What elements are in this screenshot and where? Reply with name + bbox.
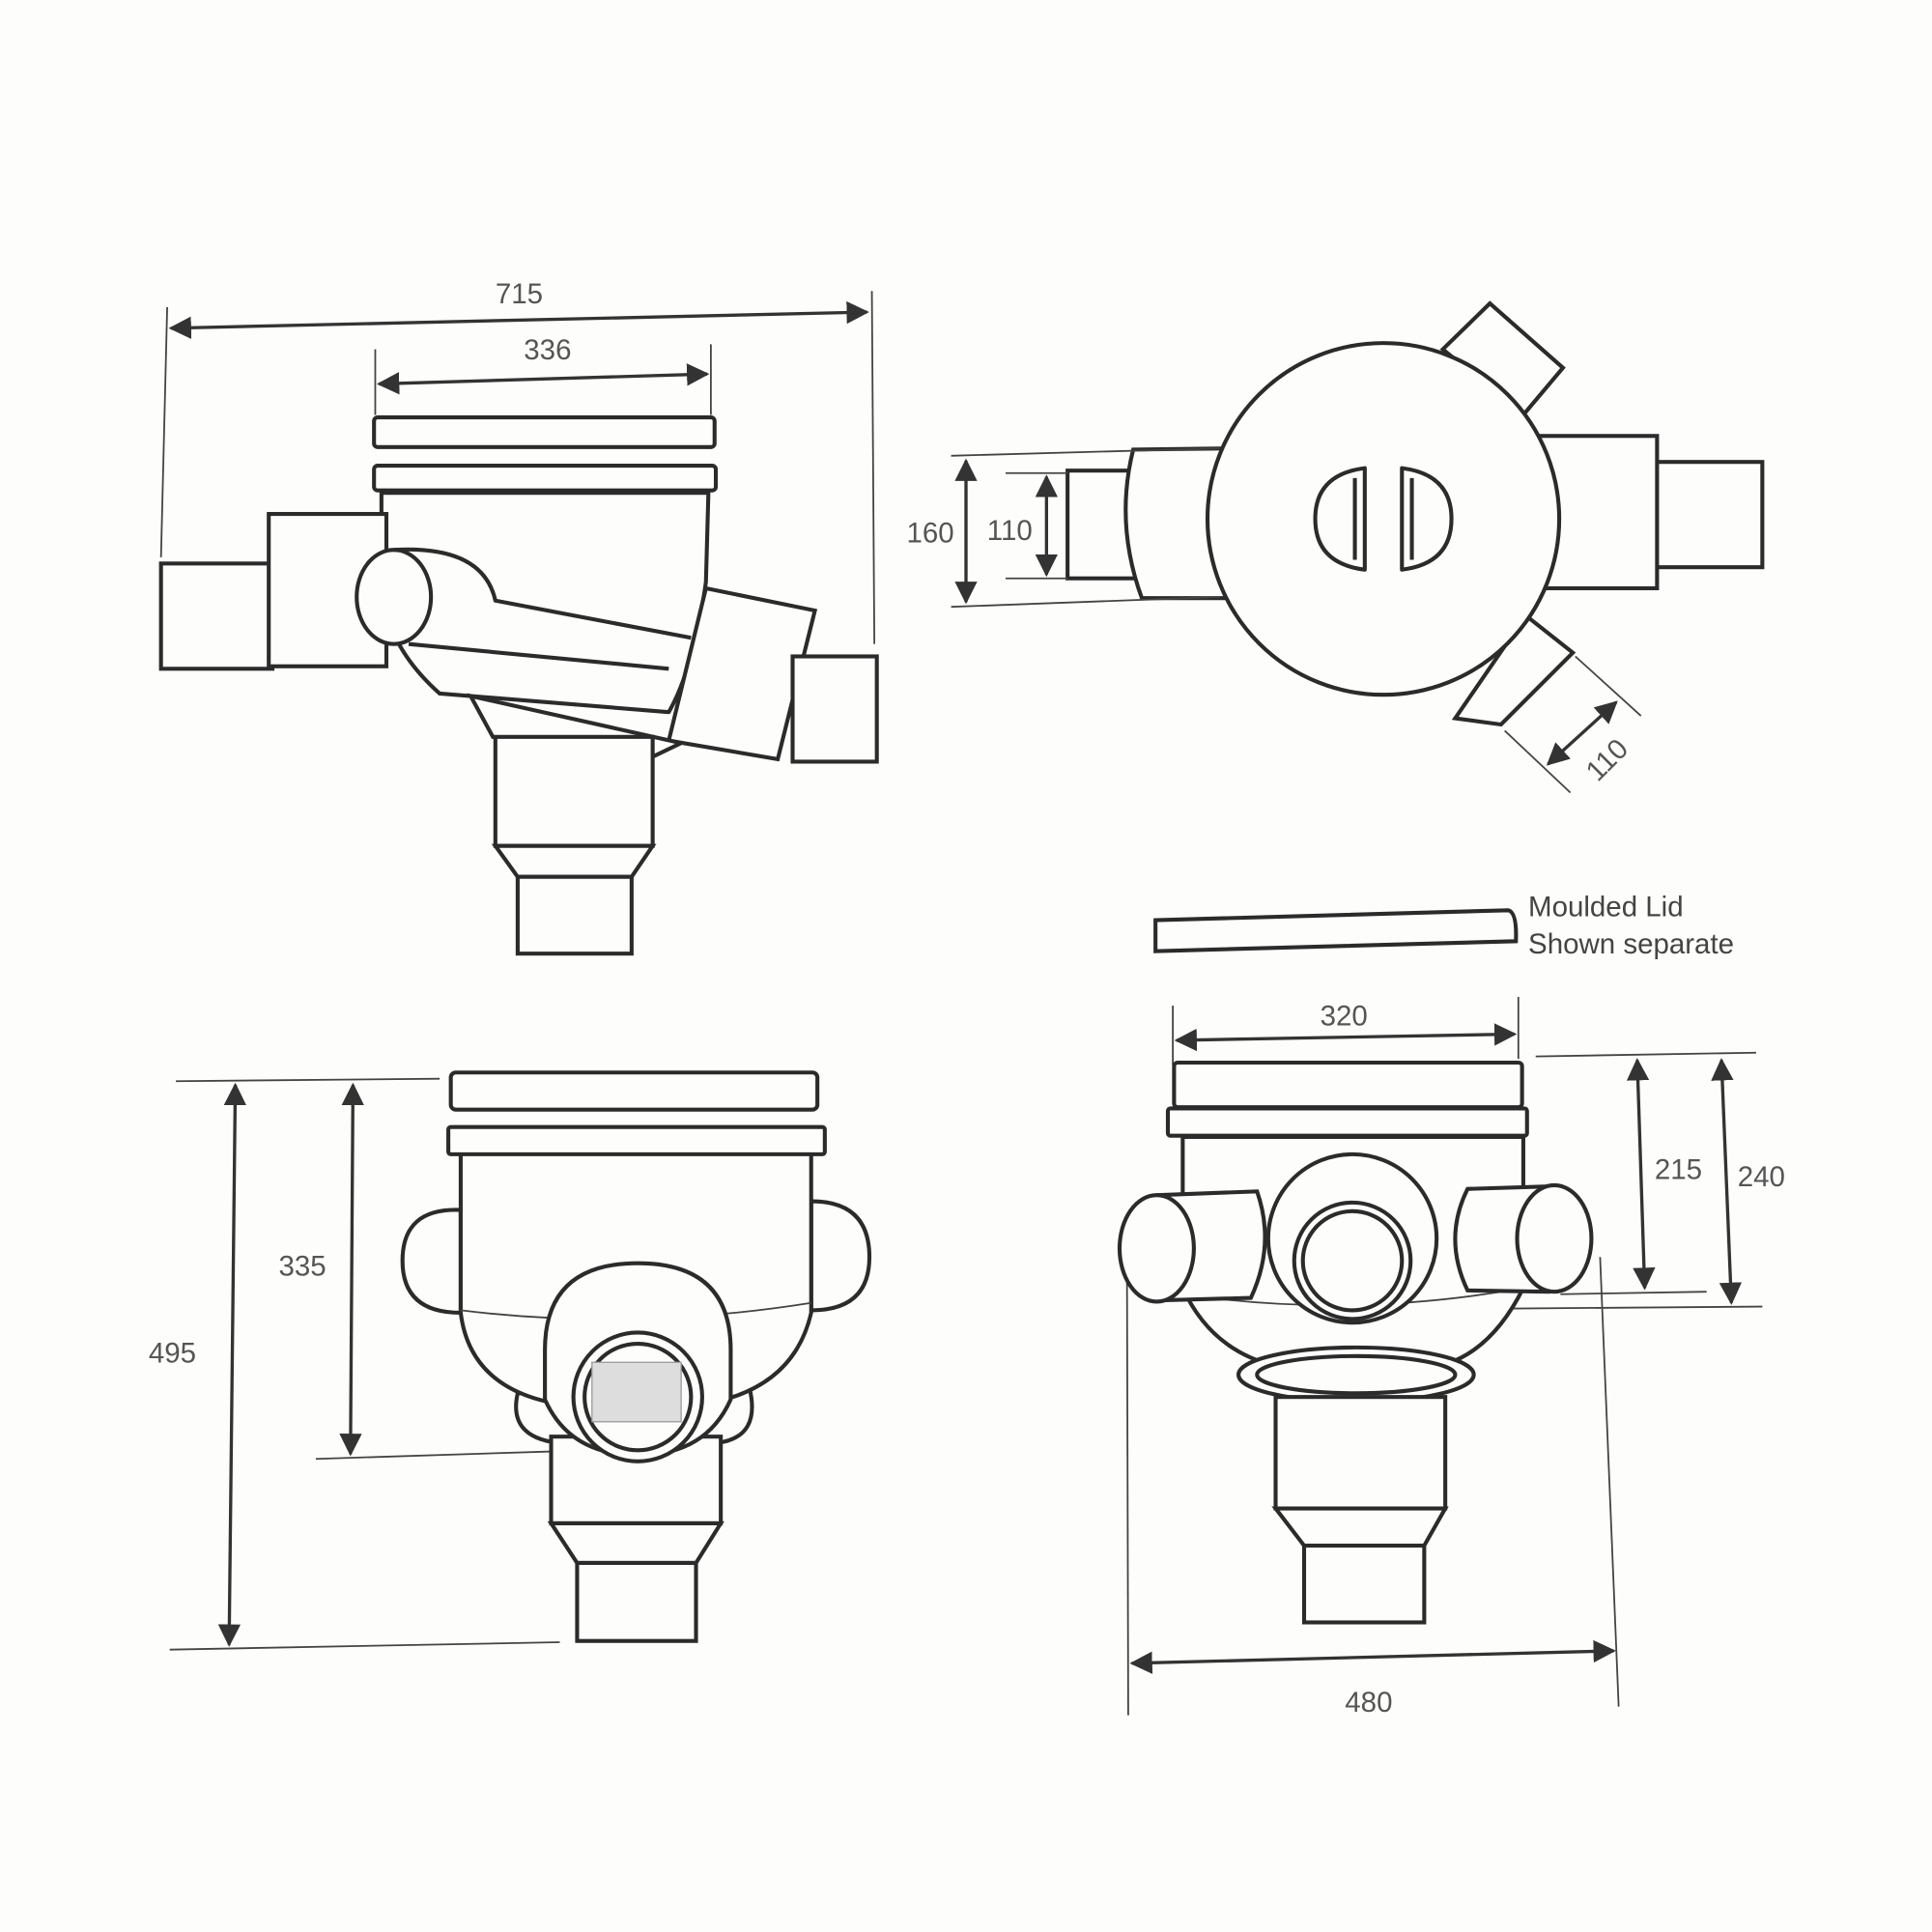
top-view: 160 110 110 — [906, 300, 1765, 794]
moulded-lid: Moulded Lid Shown separate — [1153, 892, 1734, 960]
end-view: 320 215 240 480 — [1117, 997, 1785, 1719]
dim-label-320: 320 — [1321, 1001, 1368, 1033]
dim-label-495: 495 — [149, 1337, 196, 1369]
dim-label-715: 715 — [496, 278, 543, 310]
dim-label-215: 215 — [1655, 1154, 1702, 1186]
lid-note-line2: Shown separate — [1528, 928, 1734, 960]
dim-label-335: 335 — [278, 1251, 326, 1283]
dim-label-240: 240 — [1738, 1161, 1785, 1193]
side-view: 715 336 — [158, 278, 879, 956]
dim-label-480: 480 — [1345, 1687, 1392, 1719]
dim-label-160: 160 — [906, 518, 953, 550]
dim-label-110-branch: 110 — [1579, 733, 1634, 788]
front-view: 335 495 — [149, 1070, 872, 1651]
dim-label-336: 336 — [524, 334, 571, 366]
dimension-715 — [168, 300, 869, 339]
lid-note-line1: Moulded Lid — [1528, 892, 1684, 923]
dim-label-110: 110 — [987, 515, 1033, 547]
